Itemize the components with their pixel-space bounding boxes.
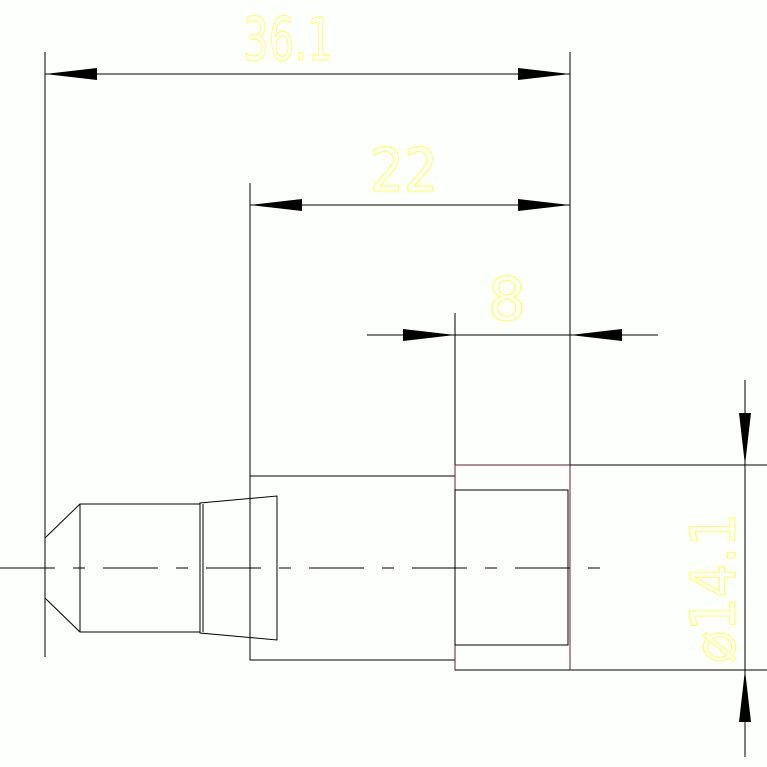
tapered-ferrule	[199, 495, 278, 641]
arrowhead	[518, 68, 570, 80]
arrowhead	[45, 68, 97, 80]
dimension-label-body: 22	[370, 136, 438, 206]
dimension-overall-length: 36.1	[45, 4, 570, 80]
arrowhead	[250, 199, 302, 211]
dimension-label-hex: 8	[488, 265, 526, 335]
dimension-label-diameter: ⌀14.1	[677, 513, 750, 663]
arrowhead	[403, 329, 455, 341]
arrowhead	[739, 413, 751, 465]
arrowhead	[570, 329, 622, 341]
dimension-body-length: 22	[250, 135, 570, 211]
arrowhead	[518, 199, 570, 211]
dimension-hex-width: 8	[367, 264, 658, 341]
dimension-diameter: ⌀14.1	[676, 380, 751, 757]
dimension-label-overall: 36.1	[243, 5, 333, 75]
arrowhead	[739, 670, 751, 722]
